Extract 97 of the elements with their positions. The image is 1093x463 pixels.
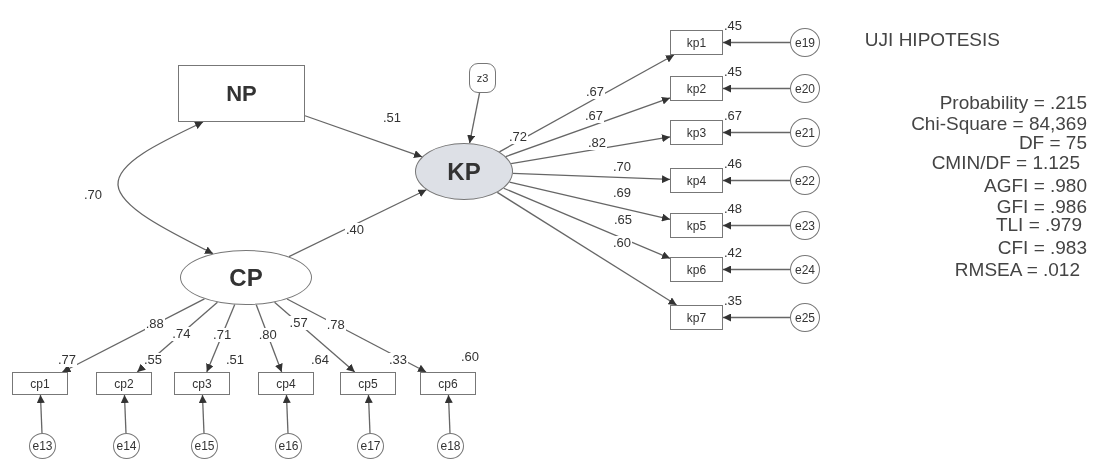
- edge-label: .80: [257, 327, 278, 342]
- path-arrow: [512, 172, 671, 184]
- path-arrow: [722, 265, 791, 274]
- fit-statistic: GFI = .986: [996, 197, 1087, 217]
- variable-box: kp5: [670, 213, 723, 238]
- fit-statistic: Probability = .215: [939, 93, 1087, 113]
- fit-statistic: AGFI = .980: [984, 176, 1087, 196]
- edge-label: .67: [584, 85, 606, 99]
- edge-label: .88: [144, 317, 165, 332]
- variable-box: cp5: [340, 372, 396, 395]
- error-circle: e14: [113, 433, 140, 459]
- path-arrow: [117, 121, 214, 255]
- path-arrow: [510, 134, 671, 165]
- path-arrow: [206, 303, 236, 373]
- path-arrow: [444, 394, 453, 434]
- path-arrow: [722, 128, 791, 137]
- r-squared-value: .55: [142, 353, 164, 367]
- error-circle: e18: [437, 433, 464, 459]
- variable-box: cp4: [258, 372, 314, 395]
- r-squared-value: .45: [722, 19, 744, 33]
- path-arrow: [508, 181, 671, 222]
- path-arrow: [61, 298, 206, 373]
- latent-ellipse: CP: [180, 250, 312, 305]
- path-arrow: [273, 301, 356, 373]
- error-circle: e13: [29, 433, 56, 459]
- r-squared-value: .64: [309, 353, 331, 367]
- fit-statistic: CFI = .983: [997, 238, 1087, 258]
- r-squared-value: .48: [722, 202, 744, 216]
- path-arrow: [503, 187, 671, 259]
- r-squared-value: .45: [722, 65, 744, 79]
- path-arrow: [722, 313, 791, 322]
- variable-box: kp6: [670, 257, 723, 282]
- r-squared-value: .46: [722, 157, 744, 171]
- edge-label: .70: [611, 160, 633, 174]
- variable-box: kp3: [670, 120, 723, 145]
- r-squared-value: .42: [722, 246, 744, 260]
- path-arrow: [304, 115, 423, 158]
- path-arrow: [498, 54, 675, 153]
- path-arrow: [198, 394, 207, 434]
- path-arrow: [722, 84, 791, 93]
- fit-statistic: Chi-Square = 84,369: [911, 114, 1087, 134]
- edge-label: .74: [171, 326, 192, 341]
- r-squared-value: .60: [459, 350, 481, 364]
- edge-label: .78: [325, 317, 346, 332]
- r-squared-value: .67: [722, 109, 744, 123]
- path-arrow: [36, 394, 45, 434]
- path-arrow: [282, 394, 291, 434]
- edge-label: .40: [344, 223, 366, 237]
- path-arrow: [722, 221, 791, 230]
- path-arrow: [255, 304, 283, 373]
- fit-statistic: RMSEA = .012: [954, 260, 1080, 280]
- heading: UJI HIPOTESIS: [864, 30, 1000, 50]
- edge-label: .82: [586, 136, 608, 150]
- path-arrow: [364, 394, 373, 434]
- error-circle: e15: [191, 433, 218, 459]
- edge-label: .60: [611, 236, 633, 250]
- variable-box: cp3: [174, 372, 230, 395]
- error-circle: e23: [790, 211, 820, 240]
- r-squared-value: .33: [387, 353, 409, 367]
- edge-label: .67: [583, 109, 605, 123]
- r-squared-value: .77: [56, 353, 78, 367]
- variable-box: cp6: [420, 372, 476, 395]
- error-circle: e19: [790, 28, 820, 57]
- path-arrow: [120, 394, 129, 434]
- variable-box: kp4: [670, 168, 723, 193]
- edge-label: .71: [212, 327, 233, 342]
- fit-statistic: DF = 75: [1018, 133, 1087, 153]
- edge-label: .70: [82, 188, 104, 202]
- error-circle: e22: [790, 166, 820, 195]
- path-arrow: [288, 189, 428, 258]
- error-circle: e20: [790, 74, 820, 103]
- error-circle: e16: [275, 433, 302, 459]
- variable-box: kp1: [670, 30, 723, 55]
- r-squared-value: .35: [722, 294, 744, 308]
- edge-label: .57: [288, 316, 309, 331]
- variable-box: cp1: [12, 372, 68, 395]
- r-squared-value: .51: [224, 353, 246, 367]
- path-arrow: [722, 38, 791, 47]
- fit-statistic: CMIN/DF = 1.125: [931, 153, 1080, 173]
- path-arrow: [467, 92, 481, 144]
- fit-statistic: TLI = .979: [995, 215, 1082, 235]
- path-arrow: [496, 191, 678, 306]
- error-circle: e21: [790, 118, 820, 147]
- error-circle: e17: [357, 433, 384, 459]
- path-arrow: [505, 96, 671, 158]
- error-circle: e25: [790, 303, 820, 332]
- error-circle: e24: [790, 255, 820, 284]
- edge-label: .51: [381, 111, 403, 125]
- edge-label: .69: [611, 186, 633, 200]
- latent-ellipse: KP: [415, 143, 513, 200]
- variable-box: cp2: [96, 372, 152, 395]
- r-squared-value: .72: [507, 130, 529, 144]
- path-arrow: [722, 176, 791, 185]
- variable-box: NP: [178, 65, 305, 122]
- edge-label: .65: [612, 213, 634, 227]
- variable-box: kp7: [670, 305, 723, 330]
- variable-box: kp2: [670, 76, 723, 101]
